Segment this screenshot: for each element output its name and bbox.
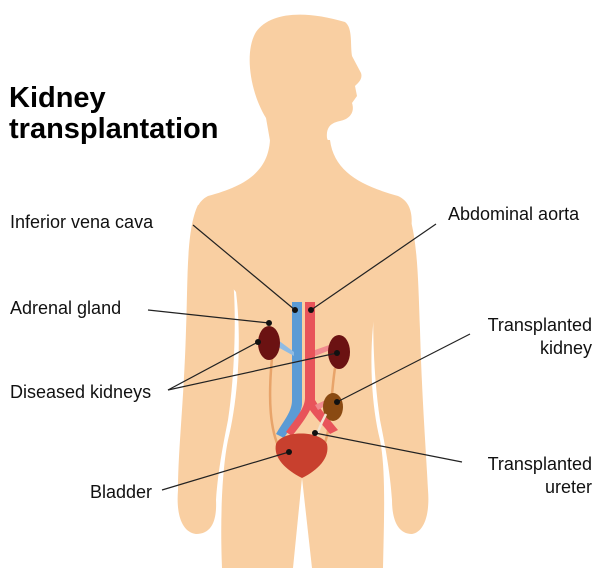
label-transplanted-kidney-2: kidney bbox=[540, 338, 592, 358]
torso bbox=[193, 140, 412, 568]
diseased-kidney-left bbox=[258, 326, 280, 360]
pointer-dots bbox=[255, 307, 340, 455]
head bbox=[249, 14, 362, 153]
title-line-2: transplantation bbox=[9, 113, 218, 145]
title-line-1: Kidney bbox=[9, 82, 106, 114]
body-silhouette bbox=[177, 14, 429, 568]
renal-vein bbox=[276, 340, 294, 356]
transplanted-kidney bbox=[323, 393, 343, 421]
label-inferior-vena-cava: Inferior vena cava bbox=[10, 212, 154, 232]
label-abdominal-aorta: Abdominal aorta bbox=[448, 204, 580, 224]
bladder bbox=[275, 433, 328, 478]
label-adrenal-gland: Adrenal gland bbox=[10, 298, 121, 318]
abdominal-aorta bbox=[286, 302, 338, 436]
label-transplanted-kidney-1: Transplanted bbox=[488, 315, 592, 335]
label-bladder: Bladder bbox=[90, 482, 152, 502]
label-transplanted-ureter-1: Transplanted bbox=[488, 454, 592, 474]
inferior-vena-cava bbox=[276, 302, 302, 438]
label-transplanted-ureter-2: ureter bbox=[545, 477, 592, 497]
label-diseased-kidneys: Diseased kidneys bbox=[10, 382, 151, 402]
leader-lines bbox=[147, 223, 471, 491]
